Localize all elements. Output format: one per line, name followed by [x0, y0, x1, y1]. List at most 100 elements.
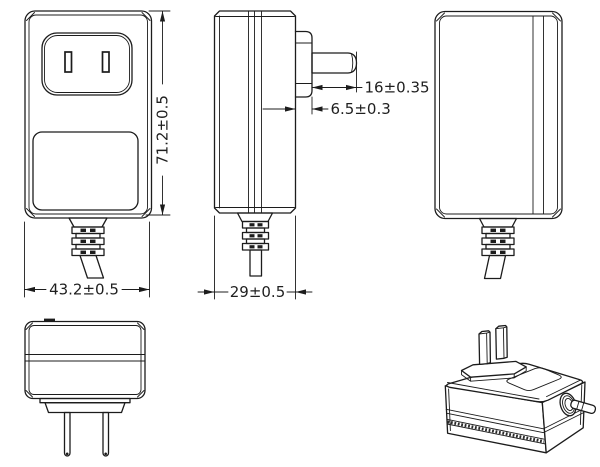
rib-mark: [80, 228, 86, 232]
rib-mark: [490, 228, 496, 232]
rib-mark: [257, 234, 263, 238]
plug-pin-left: [63, 411, 71, 457]
dim-front-height: 71.2±0.5: [145, 10, 172, 216]
corner-chamfer-marks: [436, 12, 561, 218]
cable-collar-lines: [576, 400, 585, 412]
strain-relief-rib: [241, 231, 270, 240]
rib-mark: [90, 239, 96, 243]
strain-relief-rib: [71, 237, 105, 246]
strain-relief-rib: [241, 220, 270, 229]
prong-slot-right: [101, 51, 110, 73]
plug-pin: [311, 52, 358, 74]
iso-plug-boss: [460, 360, 527, 382]
front-body-inner-outline: [28, 14, 148, 215]
iso-pin-right: [495, 324, 508, 360]
rib-mark: [490, 250, 496, 254]
plug-face-inner-outline: [44, 35, 130, 93]
dimension-arrowheads: [285, 106, 323, 112]
isometric-view: [444, 324, 597, 454]
top-notch: [44, 318, 55, 322]
strain-relief-rib: [481, 248, 515, 257]
plug-face-recess: [41, 32, 133, 96]
dim-side-depth: 29±0.5: [197, 215, 313, 301]
dim-pin-base-offset-label: 6.5±0.3: [331, 100, 391, 118]
grip-strip-edges: [446, 418, 546, 445]
rib-mark: [249, 223, 255, 227]
dim-front-width: 43.2±0.5: [24, 221, 150, 299]
pin-edges: [478, 331, 491, 365]
side-plug-boss: [294, 30, 313, 98]
dim-side-depth-label: 29±0.5: [230, 283, 286, 301]
strain-relief-rib: [71, 226, 105, 235]
corner-chamfer-marks: [25, 322, 145, 398]
back-view: [434, 10, 563, 280]
back-parting-band: [532, 16, 544, 214]
rib-mark: [257, 245, 263, 249]
top-pins: [63, 411, 110, 457]
rib-mark: [90, 228, 96, 232]
front-strain-relief: [68, 217, 108, 279]
iso-cable-gland: [559, 392, 597, 417]
front-view: 71.2±0.5 43.2±0.5: [24, 10, 172, 299]
side-body-outline: [213, 10, 297, 214]
strain-relief-rib: [481, 237, 515, 246]
dim-pin-length: 16±0.35: [311, 51, 430, 97]
top-plug-boss: [39, 397, 131, 414]
back-body-inner-outline: [439, 15, 558, 215]
rib-mark: [490, 239, 496, 243]
side-inner-lines: [215, 15, 295, 209]
top-view: [24, 318, 146, 457]
strain-relief-groove: [75, 232, 101, 239]
top-parting-lines: [24, 354, 146, 362]
boss-body: [44, 402, 126, 414]
strain-relief-neck: [478, 217, 518, 228]
pin-tip-line: [351, 53, 354, 73]
front-body-outline: [24, 10, 153, 219]
strain-relief-groove: [75, 243, 101, 250]
iso-label-recess: [506, 367, 562, 392]
pin-silhouette: [495, 324, 508, 360]
iso-cable: [570, 399, 597, 415]
rib-mark: [80, 250, 86, 254]
iso-right-parting-lines: [543, 408, 585, 433]
cable-stub: [570, 399, 597, 415]
rib-mark: [90, 250, 96, 254]
strain-relief-neck: [68, 217, 108, 228]
extension-lines: [24, 221, 150, 298]
back-body-outline: [434, 10, 563, 220]
extension-lines: [145, 10, 171, 216]
dim-front-width-label: 43.2±0.5: [49, 281, 119, 299]
prong-slot-left: [64, 51, 73, 73]
corner-chamfer-marks: [26, 12, 151, 217]
side-strain-relief: [236, 212, 274, 277]
pin-edges: [495, 326, 508, 359]
strain-relief-neck: [236, 212, 274, 223]
back-strain-relief: [478, 217, 518, 280]
rib-mark: [257, 223, 263, 227]
dim-pin-base-offset: 6.5±0.3: [262, 96, 391, 118]
strain-relief-groove: [245, 238, 266, 245]
dim-front-height-label: 71.2±0.5: [154, 95, 172, 165]
label-recess: [32, 131, 139, 211]
iso-pin-left: [478, 330, 492, 366]
cable: [249, 249, 263, 277]
top-body-inner-outline: [28, 325, 142, 395]
cable: [79, 254, 105, 279]
rib-mark: [249, 245, 255, 249]
strain-relief-rib: [71, 248, 105, 257]
rib-mark: [500, 250, 506, 254]
iso-front-parting-lines: [445, 408, 545, 434]
cable: [483, 254, 507, 280]
pin-tip-dot: [65, 452, 69, 456]
iso-top-face: [446, 362, 584, 403]
boss-face-lines: [295, 42, 313, 84]
strain-relief-groove: [485, 243, 511, 250]
rib-mark: [500, 228, 506, 232]
top-body-outline: [24, 320, 146, 400]
extension-lines: [214, 215, 296, 300]
rib-mark: [249, 234, 255, 238]
strain-relief-rib: [241, 242, 270, 251]
dimension-arrowheads: [312, 84, 357, 91]
